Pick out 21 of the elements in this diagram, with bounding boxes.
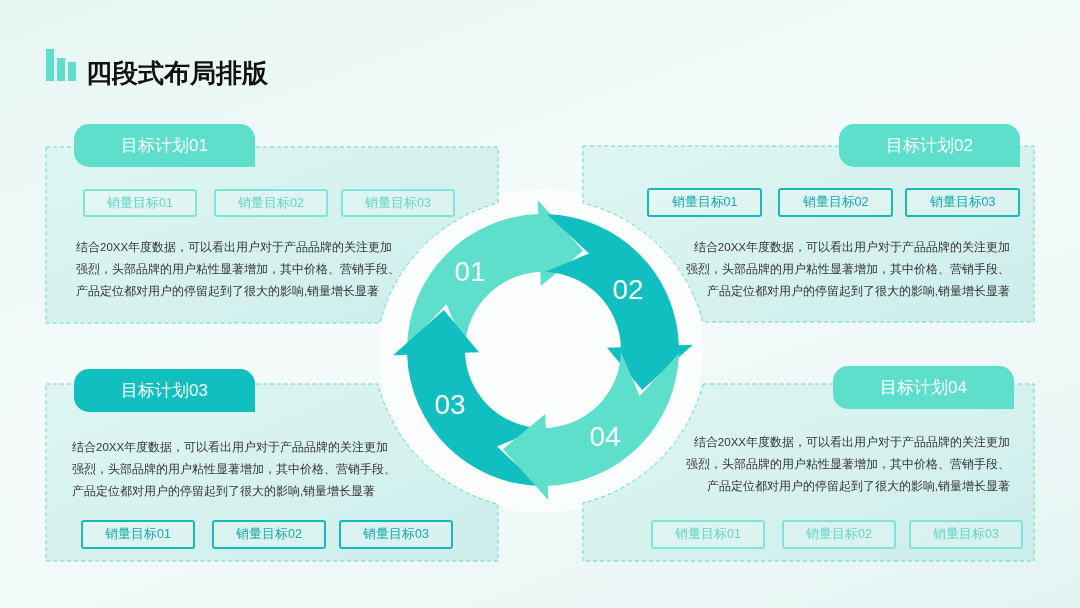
outlined-label: 销量目标03 (341, 189, 455, 217)
outlined-label: 销量目标02 (782, 520, 896, 549)
outlined-label: 销量目标01 (81, 520, 195, 549)
heading-tab: 目标计划02 (839, 124, 1020, 167)
outlined-label: 销量目标03 (339, 520, 453, 549)
heading-tab: 目标计划04 (833, 366, 1014, 409)
outlined-label: 销量目标02 (214, 189, 328, 217)
outlined-label: 销量目标01 (647, 188, 762, 217)
body-text: 结合20XX年度数据，可以看出用户对于产品品牌的关注更加强烈，头部品牌的用户粘性显著增加，其中价格、营销手段、产品定位都对用户的停留起到了很大的影响,销量增长显著 (685, 435, 1010, 494)
outlined-label: 销量目标02 (212, 520, 326, 549)
outlined-label: 销量目标03 (909, 520, 1023, 549)
outlined-label: 销量目标03 (905, 188, 1020, 217)
outlined-label: 销量目标02 (778, 188, 893, 217)
dashed-panel (46, 384, 498, 561)
arrow-segment: 04 (502, 352, 679, 500)
title: 四段式布局排版 (86, 58, 268, 88)
heading-tab: 目标计划01 (74, 124, 255, 167)
heading-tab: 目标计划03 (74, 369, 255, 412)
outlined-label: 销量目标01 (83, 189, 197, 217)
outlined-label: 销量目标01 (651, 520, 765, 549)
body-text: 结合20XX年度数据，可以看出用户对于产品品牌的关注更加强烈，头部品牌的用户粘性显著增加，其中价格、营销手段、产品定位都对用户的停留起到了很大的影响,销量增长显著 (76, 240, 401, 299)
